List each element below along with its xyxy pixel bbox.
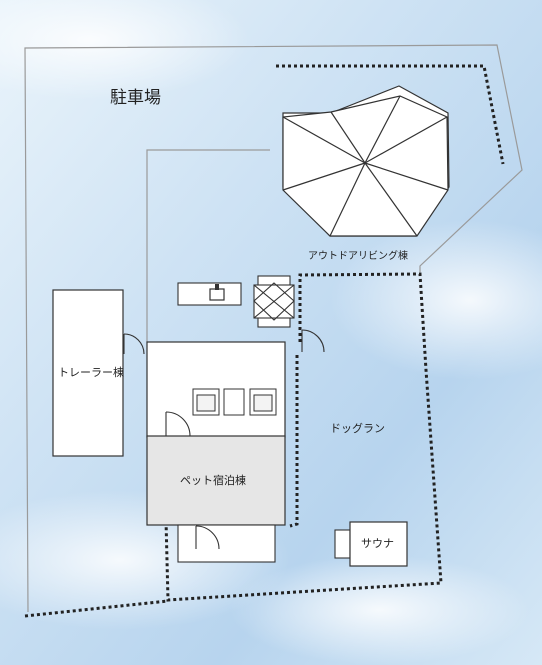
sink-icon (209, 284, 225, 301)
trailer-label: トレーラー棟 (58, 366, 124, 379)
pet-lodging-label: ペット宿泊棟 (180, 474, 246, 487)
sofa-icon (192, 388, 277, 416)
pet-building-lower (146, 435, 286, 526)
door-swing-icon (301, 329, 325, 353)
door-swing-icon (123, 333, 145, 355)
cloud (330, 220, 542, 380)
door-swing-icon (165, 411, 191, 437)
umbrella-icon (282, 85, 450, 237)
trailer-building (52, 289, 124, 457)
sauna-building (349, 521, 408, 567)
property-boundary (24, 44, 523, 613)
sauna-entry (334, 529, 351, 559)
table-with-chairs-icon (253, 275, 295, 328)
sauna-label: サウナ (361, 537, 394, 550)
dog-run-fence (164, 272, 443, 602)
door-swing-icon (195, 525, 220, 550)
parking-boundary (146, 149, 270, 342)
pet-building-porch (177, 524, 276, 563)
cloud (230, 555, 530, 665)
outdoor-living-label: アウトドアリビング棟 (308, 251, 408, 262)
dog-run-label: ドッグラン (330, 422, 385, 435)
dog-run-fence-left (289, 355, 299, 528)
parking-label: 駐車場 (110, 88, 161, 108)
cloud (0, 0, 250, 100)
